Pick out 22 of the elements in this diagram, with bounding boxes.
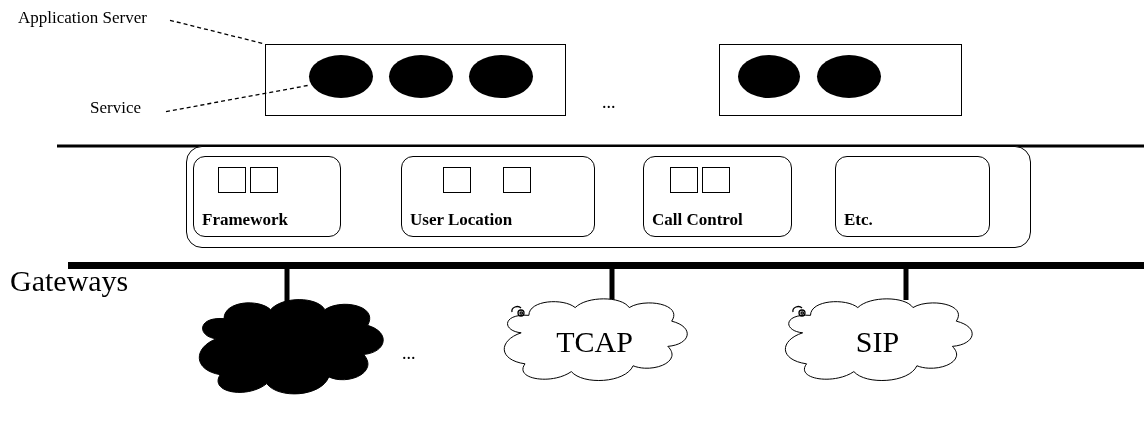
- section-label: Gateways: [10, 264, 129, 298]
- module-label: Call Control: [652, 210, 743, 230]
- connector-line: [903, 269, 909, 300]
- cloud-label: TCAP: [555, 324, 634, 359]
- module-box: [835, 156, 990, 237]
- module-label: User Location: [410, 210, 513, 230]
- ellipsis-label: ...: [402, 343, 416, 364]
- callout-label: Service: [90, 98, 141, 118]
- connector-line: [284, 269, 290, 302]
- server-box: [719, 44, 962, 116]
- server-box: [265, 44, 566, 116]
- connector-line: [609, 269, 615, 300]
- module-box: [643, 156, 792, 237]
- module-label: Framework: [202, 210, 288, 230]
- callout-label: Application Server: [18, 8, 147, 28]
- module-label: Etc.: [844, 210, 873, 230]
- cloud-label: SIP: [854, 324, 901, 359]
- ellipsis-label: ...: [602, 92, 616, 113]
- module-box: [193, 156, 341, 237]
- gateway-bus-bar: [68, 262, 1144, 269]
- module-box: [401, 156, 595, 237]
- middleware-panel: [186, 146, 1031, 248]
